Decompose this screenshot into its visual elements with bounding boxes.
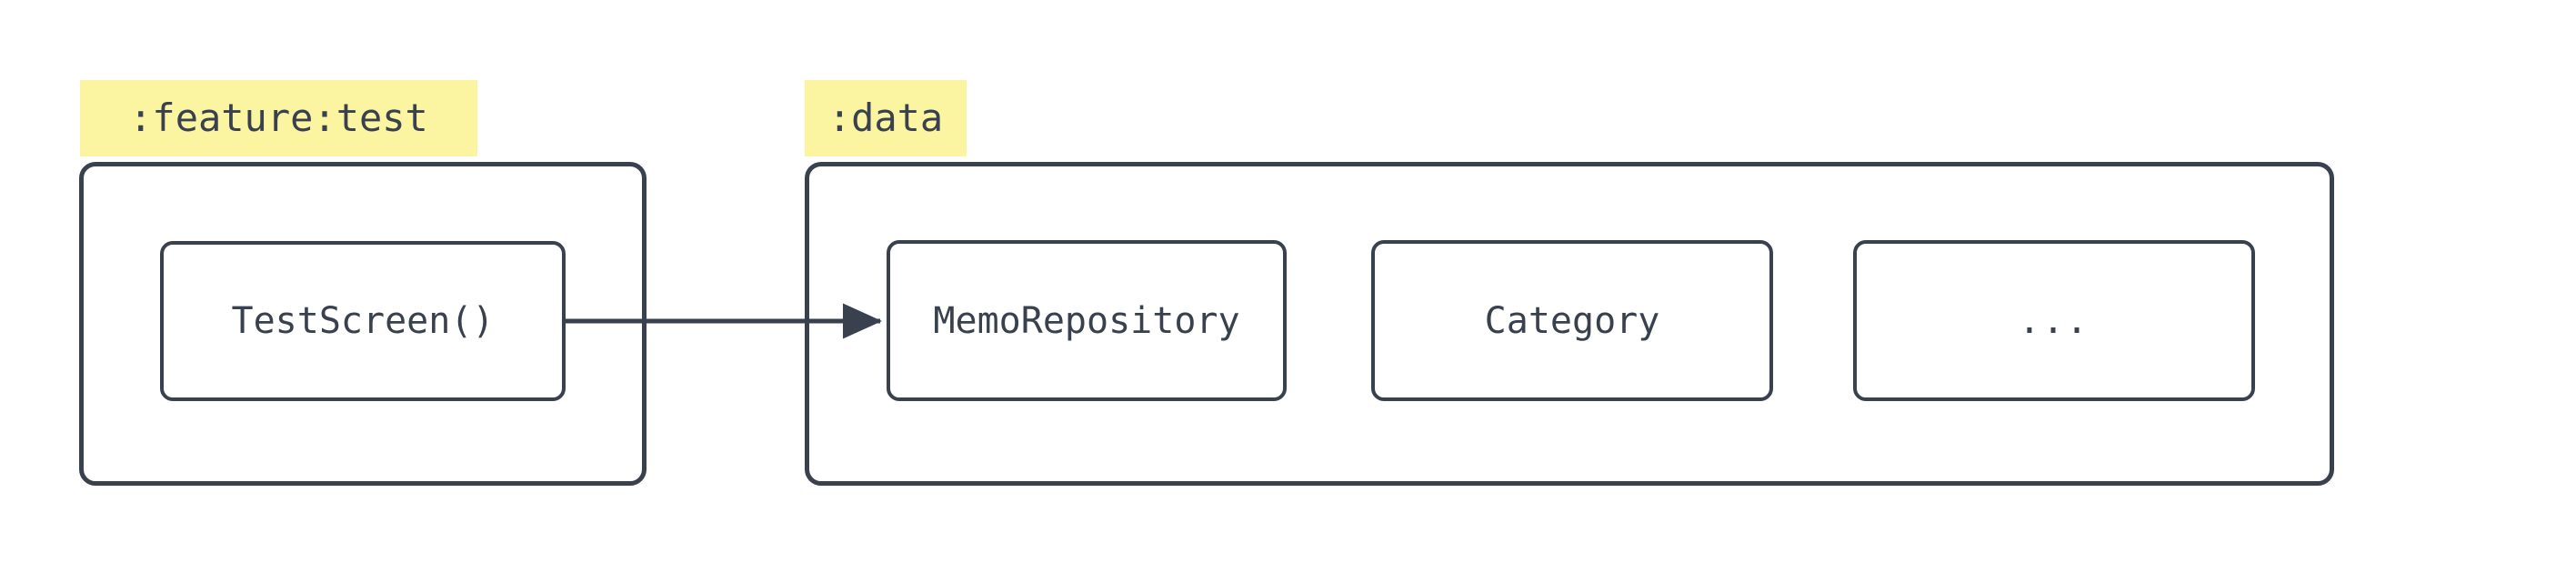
module-label-data: :data — [805, 80, 967, 156]
node-label-memo-repository: MemoRepository — [933, 299, 1240, 342]
node-label-category: Category — [1484, 299, 1660, 342]
node-test-screen[interactable]: TestScreen() — [160, 241, 566, 401]
node-label-more: ... — [2018, 299, 2090, 342]
node-label-test-screen: TestScreen() — [231, 300, 495, 342]
module-label-feature-test: :feature:test — [80, 80, 477, 156]
node-more[interactable]: ... — [1853, 240, 2255, 401]
node-category[interactable]: Category — [1371, 240, 1773, 401]
node-memo-repository[interactable]: MemoRepository — [887, 240, 1287, 401]
